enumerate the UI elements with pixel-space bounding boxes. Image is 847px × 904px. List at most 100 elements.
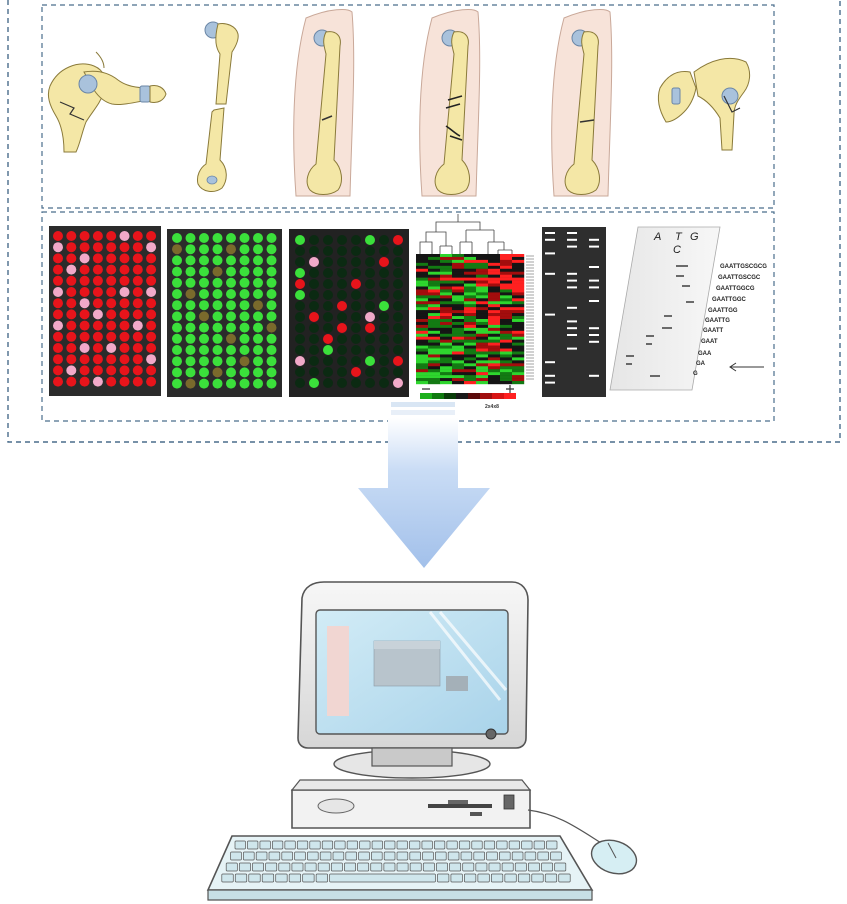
array-spot — [239, 300, 250, 311]
heatmap-cell — [452, 268, 465, 272]
array-spot — [106, 253, 117, 264]
heatmap-cell — [440, 342, 453, 346]
heatmap-cell — [500, 310, 513, 314]
array-spot — [119, 365, 130, 376]
heatmap-cell — [452, 301, 465, 305]
gel-band — [589, 266, 599, 268]
array-spot — [266, 345, 277, 355]
heatmap-cell — [512, 381, 525, 385]
heatmap-cell — [440, 274, 453, 278]
heatmap-cell — [476, 256, 489, 261]
keyboard-key — [462, 862, 475, 872]
array-spot — [92, 253, 103, 264]
heatmap-cell — [428, 333, 441, 337]
array-spot — [132, 320, 143, 331]
heatmap-cell — [416, 360, 429, 364]
heatmap-cell — [512, 295, 525, 299]
keyboard-key — [421, 840, 433, 850]
array-spot — [239, 277, 250, 288]
heatmap-cell — [500, 316, 513, 320]
array-spot — [53, 275, 63, 286]
array-spot — [337, 367, 347, 377]
keyboard-key — [302, 873, 315, 883]
keyboard-key — [284, 840, 296, 850]
array-spot — [266, 244, 277, 255]
array-spot — [79, 365, 90, 376]
array-spot — [365, 312, 375, 322]
array-spot — [106, 287, 117, 297]
keyboard-key — [501, 862, 514, 872]
keyboard-key — [436, 862, 448, 872]
heatmap-cell — [452, 345, 465, 349]
array-spot — [79, 376, 90, 387]
heatmap-cell — [464, 319, 477, 323]
array-spot — [79, 242, 90, 253]
array-spot — [266, 289, 277, 299]
array-spot — [79, 309, 90, 320]
heatmap-cell — [416, 375, 429, 379]
heatmap-cell — [416, 369, 429, 373]
heatmap-cell — [452, 336, 465, 340]
array-spot — [309, 257, 319, 267]
heatmap-cell — [440, 259, 453, 264]
sequence-read-arrow — [729, 362, 764, 372]
array-spot — [132, 231, 143, 241]
heatmap-cell — [500, 339, 513, 343]
gel-band — [589, 245, 599, 248]
keyboard-key — [449, 862, 462, 872]
keyboard-key — [307, 851, 319, 861]
heatmap-cell — [512, 336, 525, 340]
keyboard-key — [504, 873, 517, 883]
sequence-ladder-label: GAATT — [703, 328, 724, 334]
bone-panel-frame — [41, 4, 775, 209]
array-spot — [92, 343, 103, 353]
heatmap-cell — [464, 363, 477, 367]
keyboard-key — [281, 851, 293, 861]
heatmap-cell — [500, 351, 513, 355]
pelvis-fracture-icon — [47, 51, 167, 153]
heatmap-cell — [512, 339, 525, 343]
gel-band — [567, 334, 577, 336]
heatmap-cell — [428, 304, 441, 308]
array-spot — [239, 311, 250, 322]
heatmap-cell — [512, 378, 525, 382]
array-spot — [351, 246, 361, 256]
heatmap-cell — [428, 378, 441, 382]
heatmap-cell — [428, 372, 441, 376]
array-spot — [146, 287, 157, 297]
gel-band — [545, 232, 555, 234]
heatmap-cell — [452, 316, 465, 320]
array-spot — [253, 311, 263, 322]
heatmap-cell — [452, 366, 465, 370]
heatmap-cell — [440, 339, 453, 343]
array-spot — [132, 264, 143, 275]
heatmap-cell — [476, 313, 489, 317]
array-spot — [199, 300, 209, 311]
heatmap-cell — [428, 375, 441, 379]
heatmap-cell — [416, 292, 429, 296]
heatmap-cell — [440, 268, 453, 272]
heatmap-cell — [500, 286, 513, 290]
heatmap-cell — [500, 262, 513, 267]
array-spot — [106, 343, 117, 353]
heatmap-cell — [464, 262, 477, 267]
array-spot — [253, 367, 263, 378]
array-spot — [53, 354, 63, 365]
heatmap-cell — [500, 324, 513, 329]
keyboard-key — [524, 851, 537, 861]
heatmap-cell — [452, 298, 465, 302]
sequence-ladder-label: GAATTGGCG — [716, 286, 755, 292]
array-spot — [266, 300, 277, 311]
heatmap-cell — [452, 265, 465, 269]
array-spot — [379, 235, 389, 245]
array-spot — [53, 320, 63, 331]
heatmap-cell — [476, 372, 489, 376]
gel-band — [567, 320, 577, 323]
keyboard-key — [247, 840, 259, 850]
heatmap-cell — [476, 283, 489, 287]
array-spot — [53, 376, 63, 387]
sequence-ladder-label: GA — [696, 361, 706, 367]
array-spot — [212, 300, 223, 311]
heatmap-cell — [488, 363, 501, 367]
